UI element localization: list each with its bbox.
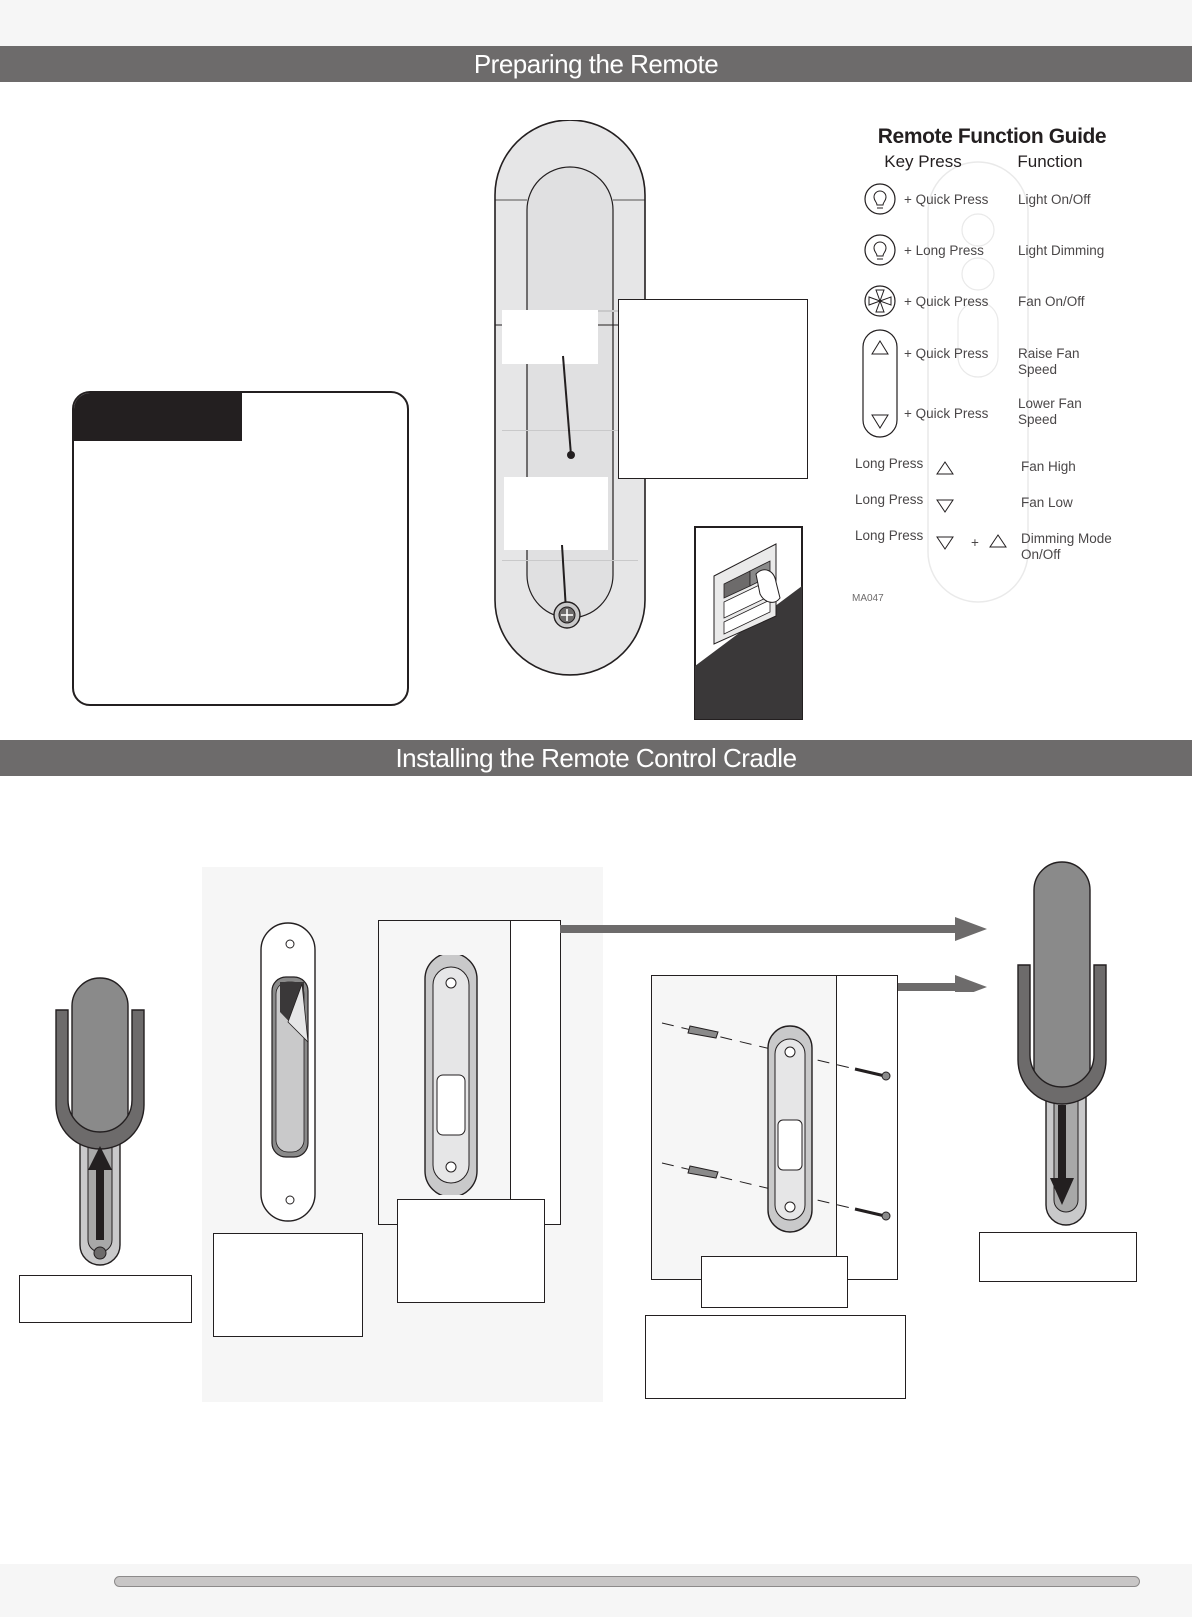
guide-code: MA047 bbox=[852, 593, 884, 604]
screw-mount-illustration bbox=[661, 1022, 891, 1233]
step4-note-box bbox=[645, 1315, 906, 1399]
guide-row-8-plus: + bbox=[971, 535, 979, 550]
footer-bar bbox=[114, 1576, 1140, 1587]
step5-label-box bbox=[979, 1232, 1137, 1282]
step4-label-box bbox=[701, 1256, 848, 1308]
wall-edge-1 bbox=[510, 921, 560, 1224]
fan-icon bbox=[864, 285, 896, 317]
guide-row-6-key: Long Press bbox=[855, 456, 924, 471]
guide-row-8-key: Long Press bbox=[855, 528, 924, 543]
guide-col-function: Function bbox=[1017, 152, 1082, 171]
down-triangle-icon bbox=[936, 536, 954, 550]
screw-icon bbox=[854, 1067, 891, 1081]
guide-row-2-function: Light Dimming bbox=[1018, 243, 1104, 258]
guide-row-4-function-line2: Speed bbox=[1018, 362, 1057, 377]
guide-row-4-function-line1: Raise Fan bbox=[1018, 346, 1080, 361]
up-triangle-icon bbox=[936, 461, 954, 475]
up-triangle-icon bbox=[871, 340, 889, 355]
guide-row-6-function: Fan High bbox=[1021, 459, 1076, 474]
lightbulb-icon bbox=[864, 183, 896, 215]
guide-row-3-function: Fan On/Off bbox=[1018, 294, 1085, 309]
wall-anchor-icon bbox=[687, 1025, 719, 1039]
cradle-seated-illustration bbox=[1017, 861, 1107, 1226]
wall-anchor-icon bbox=[687, 1165, 719, 1179]
guide-row-7-key: Long Press bbox=[855, 492, 924, 507]
section-header-preparing: Preparing the Remote bbox=[0, 46, 1192, 82]
guide-col-key: Key Press bbox=[884, 152, 961, 171]
screw-icon bbox=[854, 1207, 891, 1221]
remote-function-guide: Remote Function Guide Key Press Function… bbox=[852, 125, 1112, 604]
guide-row-3-key: + Quick Press bbox=[904, 294, 989, 309]
guide-row-1-function: Light On/Off bbox=[1018, 192, 1091, 207]
step2-label-box bbox=[213, 1233, 363, 1337]
lightbulb-icon bbox=[864, 234, 896, 266]
section-header-installing: Installing the Remote Control Cradle bbox=[0, 740, 1192, 776]
down-triangle-icon bbox=[871, 414, 889, 429]
guide-title: Remote Function Guide bbox=[878, 125, 1106, 148]
remote-illustration bbox=[494, 120, 646, 676]
guide-row-8-function-line2: On/Off bbox=[1021, 547, 1061, 562]
screw-icon bbox=[553, 601, 581, 629]
guide-row-8-function-line1: Dimming Mode bbox=[1021, 531, 1112, 546]
cradle-mounted-illustration bbox=[424, 955, 478, 1195]
guide-row-2-key: + Long Press bbox=[904, 243, 984, 258]
cradle-insert-illustration bbox=[55, 977, 145, 1266]
wall-switch-illustration bbox=[694, 526, 803, 720]
notice-box bbox=[72, 391, 409, 706]
guide-row-1-key: + Quick Press bbox=[904, 192, 989, 207]
guide-row-5-function-line2: Speed bbox=[1018, 412, 1057, 427]
down-triangle-icon bbox=[936, 499, 954, 513]
watermark-remote bbox=[927, 161, 1029, 603]
up-triangle-icon bbox=[989, 534, 1007, 548]
guide-row-7-function: Fan Low bbox=[1021, 495, 1073, 510]
step3-label-box bbox=[397, 1199, 545, 1303]
cradle-front-illustration bbox=[260, 922, 316, 1222]
guide-row-5-key: + Quick Press bbox=[904, 406, 989, 421]
wall-edge-2 bbox=[836, 976, 897, 1279]
top-band bbox=[0, 0, 1192, 46]
section-title-installing: Installing the Remote Control Cradle bbox=[395, 743, 797, 773]
notice-tab bbox=[74, 393, 242, 441]
guide-row-4-key: + Quick Press bbox=[904, 346, 989, 361]
callout-box bbox=[618, 299, 808, 479]
arrows-to-final bbox=[560, 917, 987, 992]
footer-band bbox=[0, 1564, 1192, 1617]
step1-label-box bbox=[19, 1275, 192, 1323]
guide-row-5-function-line1: Lower Fan bbox=[1018, 396, 1082, 411]
section-title-preparing: Preparing the Remote bbox=[473, 49, 719, 79]
